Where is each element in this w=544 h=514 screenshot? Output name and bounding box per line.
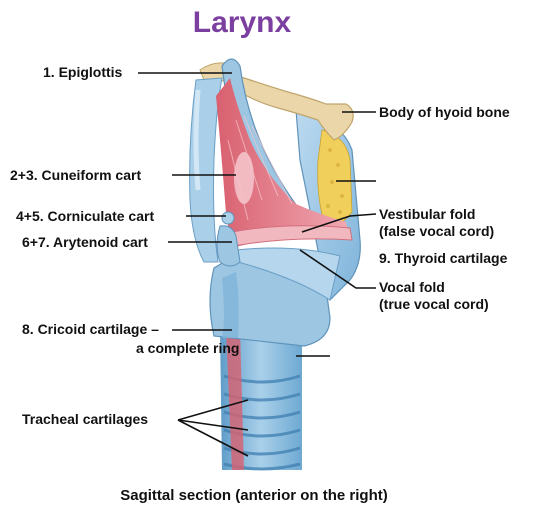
arytenoid-cartilage bbox=[216, 225, 241, 267]
labels: 1. Epiglottis Body of hyoid bone 2+3. Cu… bbox=[10, 64, 510, 427]
label-tracheal-cartilages: Tracheal cartilages bbox=[22, 411, 148, 427]
vocal-fold bbox=[235, 247, 341, 301]
corniculate-cartilage bbox=[221, 211, 235, 225]
label-vestibular-fold-sub: (false vocal cord) bbox=[379, 223, 494, 239]
label-cuneiform-cartilage: 2+3. Cuneiform cart bbox=[10, 167, 141, 183]
label-cricoid-cartilage: 8. Cricoid cartilage – bbox=[22, 321, 159, 337]
label-thyroid-cartilage: 9. Thyroid cartilage bbox=[379, 250, 508, 266]
vestibular-fold bbox=[231, 225, 353, 247]
title: Larynx bbox=[193, 6, 292, 39]
larynx-illustration bbox=[189, 58, 361, 471]
label-corniculate-cartilage: 4+5. Corniculate cart bbox=[16, 208, 154, 224]
label-vocal-fold: Vocal fold bbox=[379, 279, 445, 295]
leader-lines bbox=[138, 72, 377, 457]
caption: Sagittal section (anterior on the right) bbox=[120, 487, 388, 504]
label-hyoid-bone: Body of hyoid bone bbox=[379, 104, 510, 120]
hyoid-bone bbox=[231, 73, 354, 141]
trachea-mucosa bbox=[226, 330, 244, 470]
label-arytenoid-cartilage: 6+7. Arytenoid cart bbox=[22, 234, 148, 250]
vestibule-mucosa bbox=[216, 78, 350, 248]
tracheal-rings bbox=[223, 374, 301, 471]
cuneiform-cartilage bbox=[234, 152, 254, 204]
label-vocal-fold-sub: (true vocal cord) bbox=[379, 296, 489, 312]
label-vestibular-fold: Vestibular fold bbox=[379, 206, 475, 222]
label-epiglottis: 1. Epiglottis bbox=[43, 64, 123, 80]
label-cricoid-cartilage-sub: a complete ring bbox=[136, 340, 239, 356]
